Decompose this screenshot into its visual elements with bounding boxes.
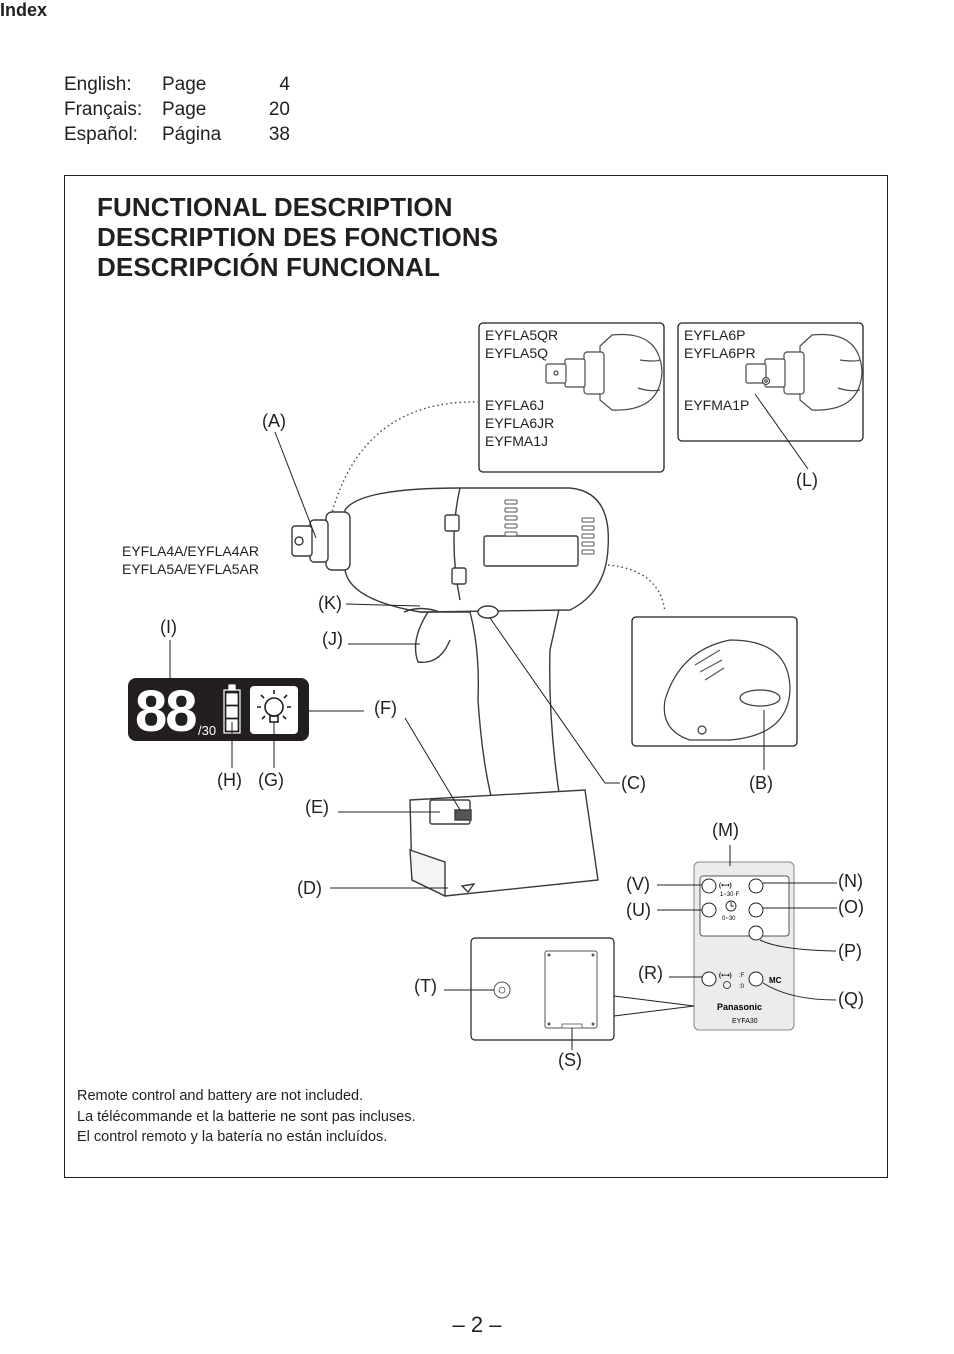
- index-page-word: Page: [162, 74, 207, 95]
- model-name: EYFLA6JR: [485, 415, 555, 431]
- model-name: EYFLA6P: [684, 327, 746, 343]
- remote-button-u[interactable]: [701, 902, 717, 918]
- index-page-number: 38: [268, 124, 290, 145]
- remote-button-n[interactable]: [748, 878, 764, 894]
- label-h: (H): [217, 770, 242, 790]
- index-page-word: Page: [162, 99, 207, 120]
- index-page-word: Página: [162, 124, 222, 145]
- label-t: (T): [414, 976, 437, 996]
- anvil-drawing-2: [745, 333, 863, 411]
- heading-french: DESCRIPTION DES FONCTIONS: [97, 222, 499, 252]
- clock-icon-small: [723, 981, 731, 989]
- note-french: La télécommande et la batterie ne sont p…: [77, 1109, 416, 1125]
- torque-arrow-icon-small: (⟷): [719, 973, 732, 979]
- remote-button-r[interactable]: [701, 971, 717, 987]
- label-o: (O): [838, 897, 864, 917]
- impact-driver-body: [291, 487, 610, 898]
- description-frame: [64, 175, 888, 1178]
- remote-back-pointer: [613, 995, 695, 1017]
- label-p: (P): [838, 941, 862, 961]
- label-n: (N): [838, 871, 863, 891]
- label-a: (A): [262, 411, 286, 431]
- remote-mc-text: MC: [769, 976, 782, 985]
- remote-button-p[interactable]: [748, 925, 764, 941]
- remote-button-o[interactable]: [748, 902, 764, 918]
- lcd-panel: 88 /30: [128, 678, 309, 744]
- light-bulb-icon: [257, 690, 291, 723]
- anvil-drawing-1: [545, 333, 663, 411]
- remote-range-1: 1~30·F: [720, 892, 740, 898]
- label-q: (Q): [838, 989, 864, 1009]
- label-c: (C): [621, 773, 646, 793]
- main-tool-models: EYFLA4A/EYFLA4AR EYFLA5A/EYFLA5AR: [122, 542, 259, 578]
- remote-range-2: 0~30: [722, 916, 736, 922]
- label-i: (I): [160, 617, 177, 637]
- model-name: EYFMA1J: [485, 433, 549, 449]
- heading-english: FUNCTIONAL DESCRIPTION: [97, 192, 453, 222]
- heading-spanish: DESCRIPCIÓN FUNCIONAL: [97, 252, 440, 282]
- model-name: EYFLA5A/EYFLA5AR: [122, 561, 259, 577]
- dotted-connector-b: [607, 564, 666, 613]
- label-m: (M): [712, 820, 739, 840]
- model-box2-top: EYFLA6P EYFLA6PR: [684, 326, 756, 362]
- remote-button-q[interactable]: [748, 971, 764, 987]
- lcd-digits: 88: [135, 679, 196, 744]
- remote-screw-t: [493, 981, 511, 999]
- model-box1-bottom: EYFLA6J EYFLA6JR EYFMA1J: [485, 396, 554, 450]
- model-name: EYFLA6J: [485, 397, 545, 413]
- index-title: Index: [0, 0, 48, 20]
- label-r: (R): [638, 963, 663, 983]
- model-name: EYFLA4A/EYFLA4AR: [122, 543, 259, 559]
- index-page-number: 20: [268, 99, 290, 120]
- label-e: (E): [305, 797, 329, 817]
- model-name: EYFLA6PR: [684, 345, 756, 361]
- index-page-number: 4: [279, 74, 290, 95]
- remote-control: (⟷) 1~30·F 0~30 (⟷) :F :0 MC Panasonic E…: [693, 861, 795, 1031]
- label-u: (U): [626, 900, 651, 920]
- model-name: EYFLA5QR: [485, 327, 559, 343]
- model-box1-top: EYFLA5QR EYFLA5Q: [485, 326, 558, 362]
- clock-icon: [725, 900, 737, 912]
- label-j: (J): [322, 629, 343, 649]
- battery-cover: [544, 950, 598, 1029]
- remote-model: EYFA30: [732, 1018, 758, 1025]
- label-d: (D): [297, 878, 322, 898]
- label-l: (L): [796, 470, 818, 490]
- remote-f-text: :F: [739, 973, 745, 979]
- remote-button-v[interactable]: [701, 878, 717, 894]
- model-name: EYFMA1P: [684, 397, 750, 413]
- label-b: (B): [749, 773, 773, 793]
- label-g: (G): [258, 770, 284, 790]
- index-language: Français:: [64, 99, 143, 120]
- note-spanish: El control remoto y la batería no están …: [77, 1129, 388, 1145]
- lcd-fraction: /30: [198, 723, 216, 738]
- label-k: (K): [318, 593, 342, 613]
- label-s: (S): [558, 1050, 582, 1070]
- leader-lines: [169, 393, 837, 1050]
- remote-zero-text: :0: [739, 984, 745, 990]
- back-view-drawing: [663, 639, 791, 741]
- label-v: (V): [626, 874, 650, 894]
- index-language: Español:: [64, 124, 138, 145]
- remote-brand: Panasonic: [717, 1002, 762, 1012]
- note-english: Remote control and battery are not inclu…: [77, 1088, 364, 1104]
- label-f: (F): [374, 698, 397, 718]
- torque-arrow-icon: (⟷): [719, 883, 732, 889]
- model-box2-bottom: EYFMA1P: [684, 396, 749, 414]
- page-number: – 2 –: [452, 1312, 502, 1337]
- index-language: English:: [64, 74, 132, 95]
- model-name: EYFLA5Q: [485, 345, 549, 361]
